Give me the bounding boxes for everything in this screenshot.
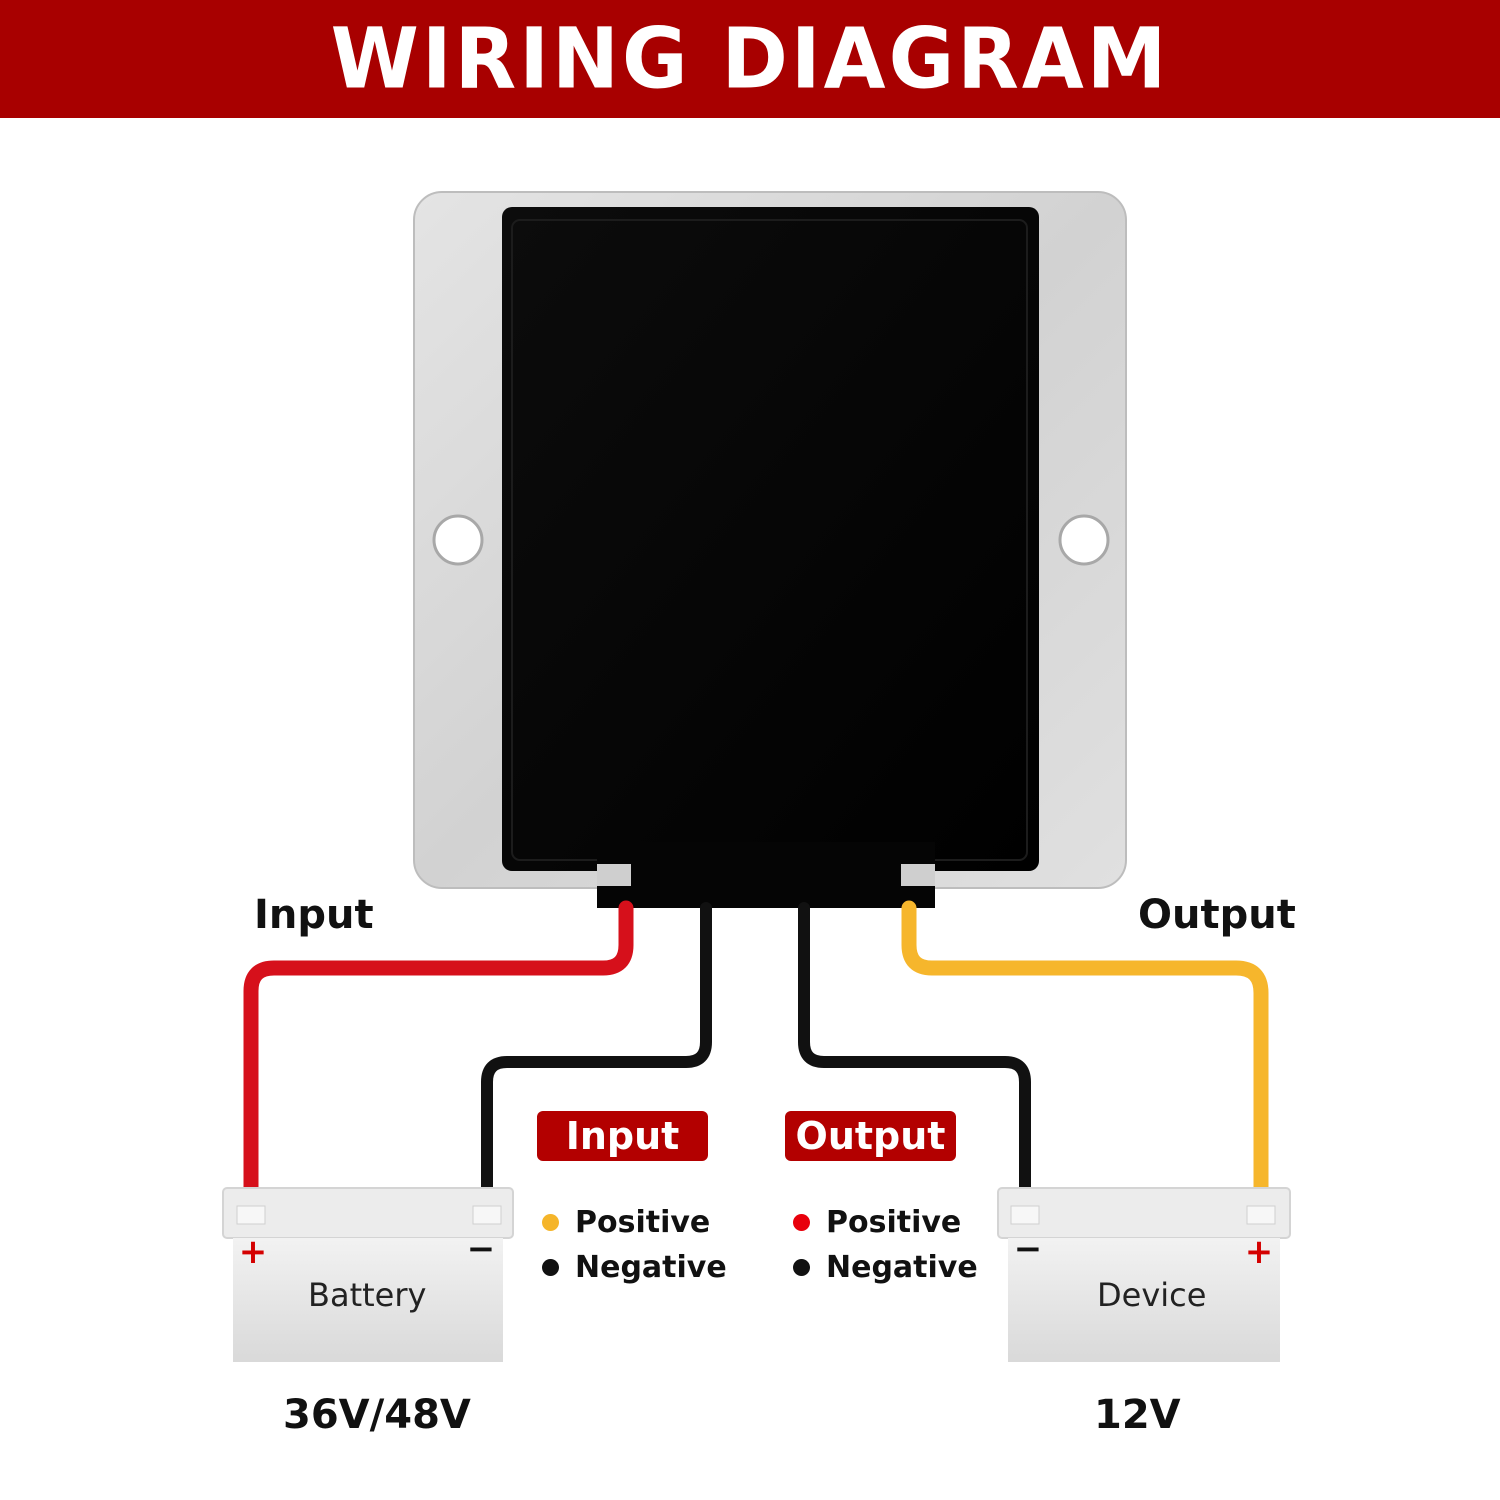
legend-output-positive: Positive (793, 1205, 961, 1240)
converter-module (413, 191, 1127, 908)
device-voltage: 12V (1094, 1392, 1181, 1438)
black-cover (502, 207, 1039, 871)
output-label: Output (1138, 892, 1296, 938)
legend-input-positive: Positive (542, 1205, 710, 1240)
black-dot-icon (793, 1259, 810, 1276)
battery-body (233, 1238, 503, 1362)
mounting-hole-left (432, 514, 484, 566)
legend-output-negative-label: Negative (826, 1250, 978, 1285)
cable-slot-right (901, 864, 935, 886)
legend-output-positive-label: Positive (826, 1205, 962, 1240)
wire-output-positive (901, 900, 1269, 1230)
header-banner: WIRING DIAGRAM (0, 0, 1500, 118)
device-plus-sign: + (1245, 1232, 1274, 1272)
legend-input-negative: Negative (542, 1250, 727, 1285)
battery-box (222, 1187, 514, 1362)
battery-terminal-negative (472, 1205, 502, 1225)
mounting-hole-right (1058, 514, 1110, 566)
cable-exit-block (597, 842, 935, 908)
legend-input-negative-label: Negative (575, 1250, 727, 1285)
device-label: Device (1097, 1276, 1207, 1314)
page-title: WIRING DIAGRAM (330, 9, 1170, 108)
legend-output-negative: Negative (793, 1250, 978, 1285)
cable-slot-left (597, 864, 631, 886)
device-box (997, 1187, 1291, 1362)
wire-input-positive (243, 900, 634, 1230)
wire-input-negative (481, 902, 712, 1226)
yellow-dot-icon (542, 1214, 559, 1231)
battery-plus-sign: + (239, 1232, 268, 1272)
black-dot-icon (542, 1259, 559, 1276)
device-terminal-positive (1246, 1205, 1276, 1225)
input-label: Input (254, 892, 374, 938)
wire-output-negative (798, 902, 1031, 1226)
legend-output-title: Output (785, 1111, 956, 1161)
device-body (1008, 1238, 1280, 1362)
battery-minus-sign: − (467, 1229, 496, 1269)
device-minus-sign: − (1014, 1229, 1043, 1269)
device-terminal-negative (1010, 1205, 1040, 1225)
legend-input-title: Input (537, 1111, 708, 1161)
battery-label: Battery (308, 1276, 427, 1314)
battery-terminal-positive (236, 1205, 266, 1225)
legend-input-positive-label: Positive (575, 1205, 711, 1240)
battery-voltage: 36V/48V (283, 1392, 471, 1438)
red-dot-icon (793, 1214, 810, 1231)
